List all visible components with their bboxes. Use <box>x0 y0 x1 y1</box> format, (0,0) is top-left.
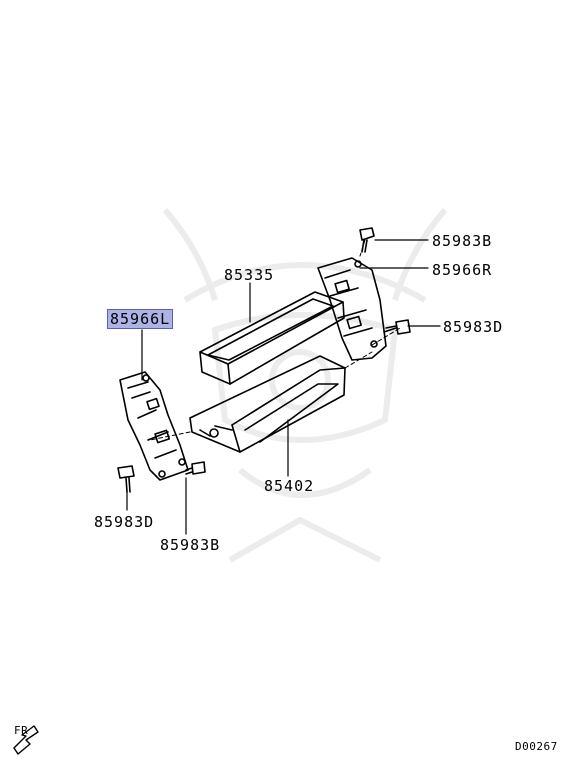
lid-85335 <box>199 291 345 385</box>
screw-85983B-top <box>359 227 375 253</box>
label-85983B-bottom[interactable]: 85983B <box>160 536 221 554</box>
watermark-emblem <box>162 208 448 563</box>
box-85402 <box>189 355 346 453</box>
bolt-85983D-right <box>383 319 411 335</box>
left-bracket-85966L <box>119 371 189 481</box>
label-85983B-top[interactable]: 85983B <box>432 232 493 250</box>
diagram-code: D00267 <box>515 740 558 753</box>
label-85402[interactable]: 85402 <box>264 477 315 495</box>
label-85966L-highlighted[interactable]: 85966L <box>106 309 174 329</box>
front-arrow-icon <box>13 725 39 755</box>
label-85966R[interactable]: 85966R <box>432 261 493 279</box>
orientation-label: FR <box>14 724 29 737</box>
label-85983D-left[interactable]: 85983D <box>94 513 155 531</box>
bolt-85983D-left <box>117 465 135 493</box>
leader-lines <box>126 239 441 535</box>
right-bracket-85966R <box>317 257 387 361</box>
screw-85983B-bottom <box>185 461 206 475</box>
label-85983D-right[interactable]: 85983D <box>443 318 504 336</box>
label-85335[interactable]: 85335 <box>224 266 275 284</box>
